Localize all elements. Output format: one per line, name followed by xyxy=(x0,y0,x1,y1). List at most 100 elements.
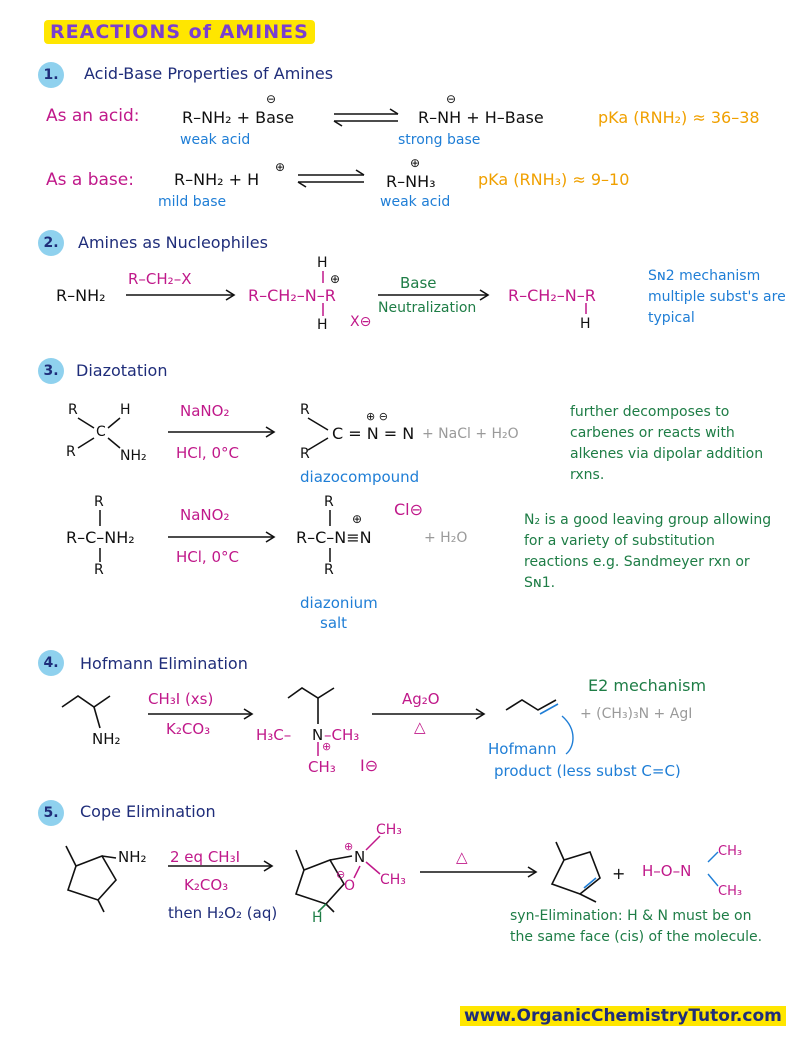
s5-int-ch3-right: CH₃ xyxy=(380,872,406,888)
s4-product-label-2: product (less subst C=C) xyxy=(494,762,681,780)
acid-label: As an acid: xyxy=(46,106,140,126)
r2-reagent-bottom: HCl, 0°C xyxy=(176,548,239,566)
s4-int-n: N xyxy=(312,726,324,744)
page-title: REACTIONS of AMINES xyxy=(44,20,315,44)
s4-product-label-1: Hofmann xyxy=(488,740,557,758)
r1-c: C xyxy=(96,424,106,440)
reaction-arrow-s3a xyxy=(168,426,276,438)
section-heading-nucleophiles: Amines as Nucleophiles xyxy=(78,233,268,252)
s5-int-charge-o: ⊖ xyxy=(336,868,346,881)
s4-byproduct: + (CH₃)₃N + AgI xyxy=(580,706,693,722)
s5-byproduct: H–O–N xyxy=(642,862,692,880)
s4-reagent-top: CH₃I (xs) xyxy=(148,690,214,708)
s2-reagent2-top: Base xyxy=(400,274,437,292)
footer-url: www.OrganicChemistryTutor.com xyxy=(460,1006,786,1026)
r1-r-top: R xyxy=(68,402,78,418)
s4-counterion: I⊖ xyxy=(360,756,379,775)
acid-reactant: R–NH₂ + Base xyxy=(182,108,295,127)
r1-nh2: NH₂ xyxy=(120,448,147,464)
section-heading-acid-base: Acid-Base Properties of Amines xyxy=(84,64,334,83)
r2-reactant: R–C–NH₂ xyxy=(66,528,135,547)
acid-reactant-charge: ⊖ xyxy=(266,92,277,106)
r1-byproduct: + NaCl + H₂O xyxy=(422,426,519,442)
s5-reactant-nh2: NH₂ xyxy=(118,848,147,866)
section-number-3: 3. xyxy=(38,358,64,384)
r1-reagent-top: NaNO₂ xyxy=(180,402,230,420)
section-number-1: 1. xyxy=(38,62,64,88)
cope-reactant-ring xyxy=(65,845,117,913)
base-sub-left: mild base xyxy=(158,194,227,210)
r1-product-r-bottom: R xyxy=(300,446,310,462)
r1-product: C = N = N xyxy=(332,424,415,443)
s2-product-h: H xyxy=(580,316,591,332)
s5-int-n: N xyxy=(354,848,366,866)
reaction-arrow-s4b xyxy=(372,708,486,720)
s4-reagent-bottom: K₂CO₃ xyxy=(166,720,211,738)
s4-int-left: H₃C– xyxy=(256,726,292,744)
r2-note: N₂ is a good leaving group allowing for … xyxy=(524,512,772,591)
s5-reagent-mid: K₂CO₃ xyxy=(184,876,229,894)
s2-int-h-bottom: H xyxy=(317,317,328,333)
s4-reagent2-bottom: △ xyxy=(414,718,426,736)
s5-byproduct-plus: + xyxy=(612,864,626,883)
s4-int-charge: ⊕ xyxy=(322,740,332,753)
cope-intermediate-ring xyxy=(294,849,353,913)
reaction-arrow-s2b xyxy=(378,289,490,301)
s2-reagent: R–CH₂–X xyxy=(128,270,192,288)
s5-reagent-top: 2 eq CH₃I xyxy=(170,848,241,866)
r2-label-1: diazonium xyxy=(300,594,378,612)
r1-charges: ⊕ ⊖ xyxy=(366,410,388,423)
r1-product-r-top: R xyxy=(300,402,310,418)
s2-product: R–CH₂–N–R xyxy=(508,286,596,305)
s4-int-bottom: CH₃ xyxy=(308,758,336,776)
acid-product: R–NH + H–Base xyxy=(418,108,544,127)
base-reactant: R–NH₂ + H xyxy=(174,170,260,189)
base-label: As a base: xyxy=(46,170,134,190)
r2-charge: ⊕ xyxy=(352,512,363,526)
hofmann-product-alkene xyxy=(505,699,557,711)
s5-int-o: O xyxy=(344,878,356,894)
s5-int-h: H xyxy=(312,910,323,926)
s2-int-charge: ⊕ xyxy=(330,272,341,286)
reaction-arrow-s3b xyxy=(168,531,276,543)
s4-reactant-nh2: NH₂ xyxy=(92,730,121,748)
r1-reagent-bottom: HCl, 0°C xyxy=(176,444,239,462)
equilibrium-arrow-acid xyxy=(333,108,399,127)
r2-label-2: salt xyxy=(320,614,348,632)
acid-product-charge: ⊖ xyxy=(446,92,457,106)
s2-note: Sɴ2 mechanism multiple subst's are typic… xyxy=(648,268,786,326)
s2-int-h-top: H xyxy=(317,255,328,271)
hofmann-reactant-skeleton xyxy=(61,695,111,729)
section-number-2: 2. xyxy=(38,230,64,256)
s5-reagent-bottom: then H₂O₂ (aq) xyxy=(168,904,278,922)
s5-byproduct-ch3-top: CH₃ xyxy=(718,844,743,859)
equilibrium-arrow-base xyxy=(297,169,365,188)
section-heading-cope: Cope Elimination xyxy=(80,802,216,821)
base-pka: pKa (RNH₃) ≈ 9–10 xyxy=(478,170,630,189)
section-number-4: 4. xyxy=(38,650,64,676)
reaction-arrow-s5a xyxy=(168,860,274,872)
acid-sub-left: weak acid xyxy=(180,132,251,148)
acid-sub-right: strong base xyxy=(398,132,481,148)
r2-product-r-top: R xyxy=(324,494,334,510)
s4-int-right: –CH₃ xyxy=(324,726,360,744)
cope-product-ring xyxy=(550,841,601,903)
r2-counterion: Cl⊖ xyxy=(394,500,424,519)
s4-reagent2-top: Ag₂O xyxy=(402,690,440,708)
section-heading-hofmann: Hofmann Elimination xyxy=(80,654,248,673)
s2-intermediate: R–CH₂–N–R xyxy=(248,286,336,305)
r2-r-bottom: R xyxy=(94,562,104,578)
section-number-5: 5. xyxy=(38,800,64,826)
base-product: R–NH₃ xyxy=(386,172,436,191)
section-heading-diazotation: Diazotation xyxy=(76,361,168,380)
r2-reagent-top: NaNO₂ xyxy=(180,506,230,524)
base-reactant-charge: ⊕ xyxy=(275,160,286,174)
reaction-arrow-s4a xyxy=(148,708,254,720)
s5-int-charge-n: ⊕ xyxy=(344,840,354,853)
s5-byproduct-ch3-bottom: CH₃ xyxy=(718,884,743,899)
r2-r-top: R xyxy=(94,494,104,510)
base-sub-right: weak acid xyxy=(380,194,451,210)
s4-note-top: E2 mechanism xyxy=(588,676,707,695)
r1-r-bottom: R xyxy=(66,444,76,460)
